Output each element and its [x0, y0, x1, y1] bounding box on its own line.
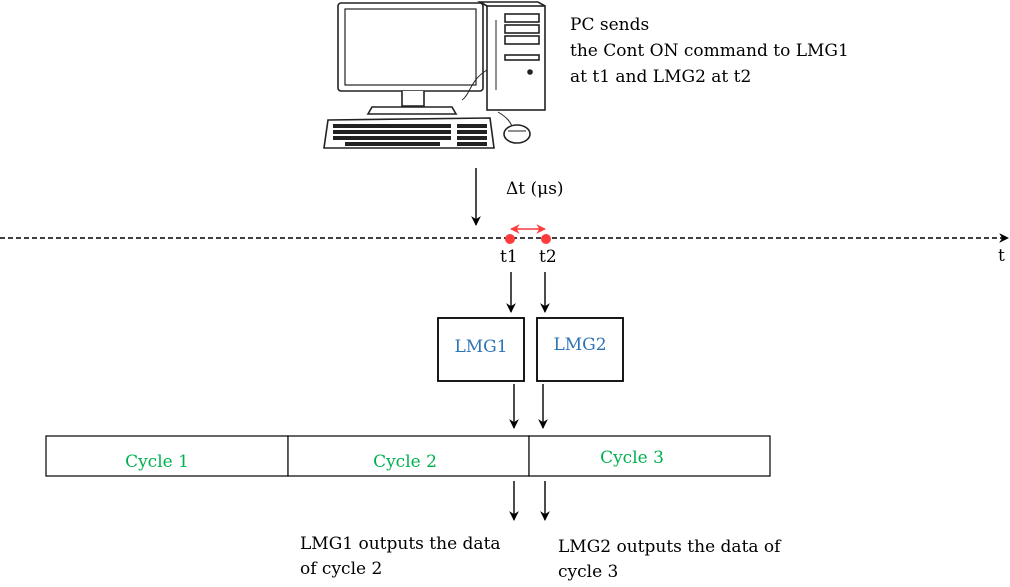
cycle-2-box [287, 435, 530, 477]
lmg1-output-line2: of cycle 2 [300, 559, 382, 579]
lmg1-output-line1: LMG1 outputs the data [300, 534, 501, 554]
lmg1-label: LMG1 [454, 337, 507, 357]
lmg2-output-line1: LMG2 outputs the data of [558, 537, 782, 557]
delta-t-label: Δt (μs) [506, 179, 564, 199]
cycle-3-box [528, 435, 771, 477]
lmg1-box [437, 317, 525, 382]
lmg2-label: LMG2 [553, 335, 606, 355]
cycle-1-box [45, 435, 289, 477]
cycle-3-label: Cycle 3 [600, 448, 664, 468]
time-axis-label: t [998, 246, 1005, 266]
pc-caption-line1: PC sends [570, 15, 649, 35]
t2-marker [541, 234, 551, 244]
pc-icon [323, 1, 546, 149]
pc-caption-line3: at t1 and LMG2 at t2 [570, 67, 751, 87]
lmg2-box [536, 317, 624, 382]
pc-caption-line2: the Cont ON command to LMG1 [570, 41, 849, 61]
cycle-1-label: Cycle 1 [125, 452, 189, 472]
cycle-2-label: Cycle 2 [373, 452, 437, 472]
t1-label: t1 [500, 247, 518, 267]
lmg2-output-line2: cycle 3 [558, 562, 618, 582]
t2-label: t2 [539, 247, 557, 267]
t1-marker [505, 234, 515, 244]
